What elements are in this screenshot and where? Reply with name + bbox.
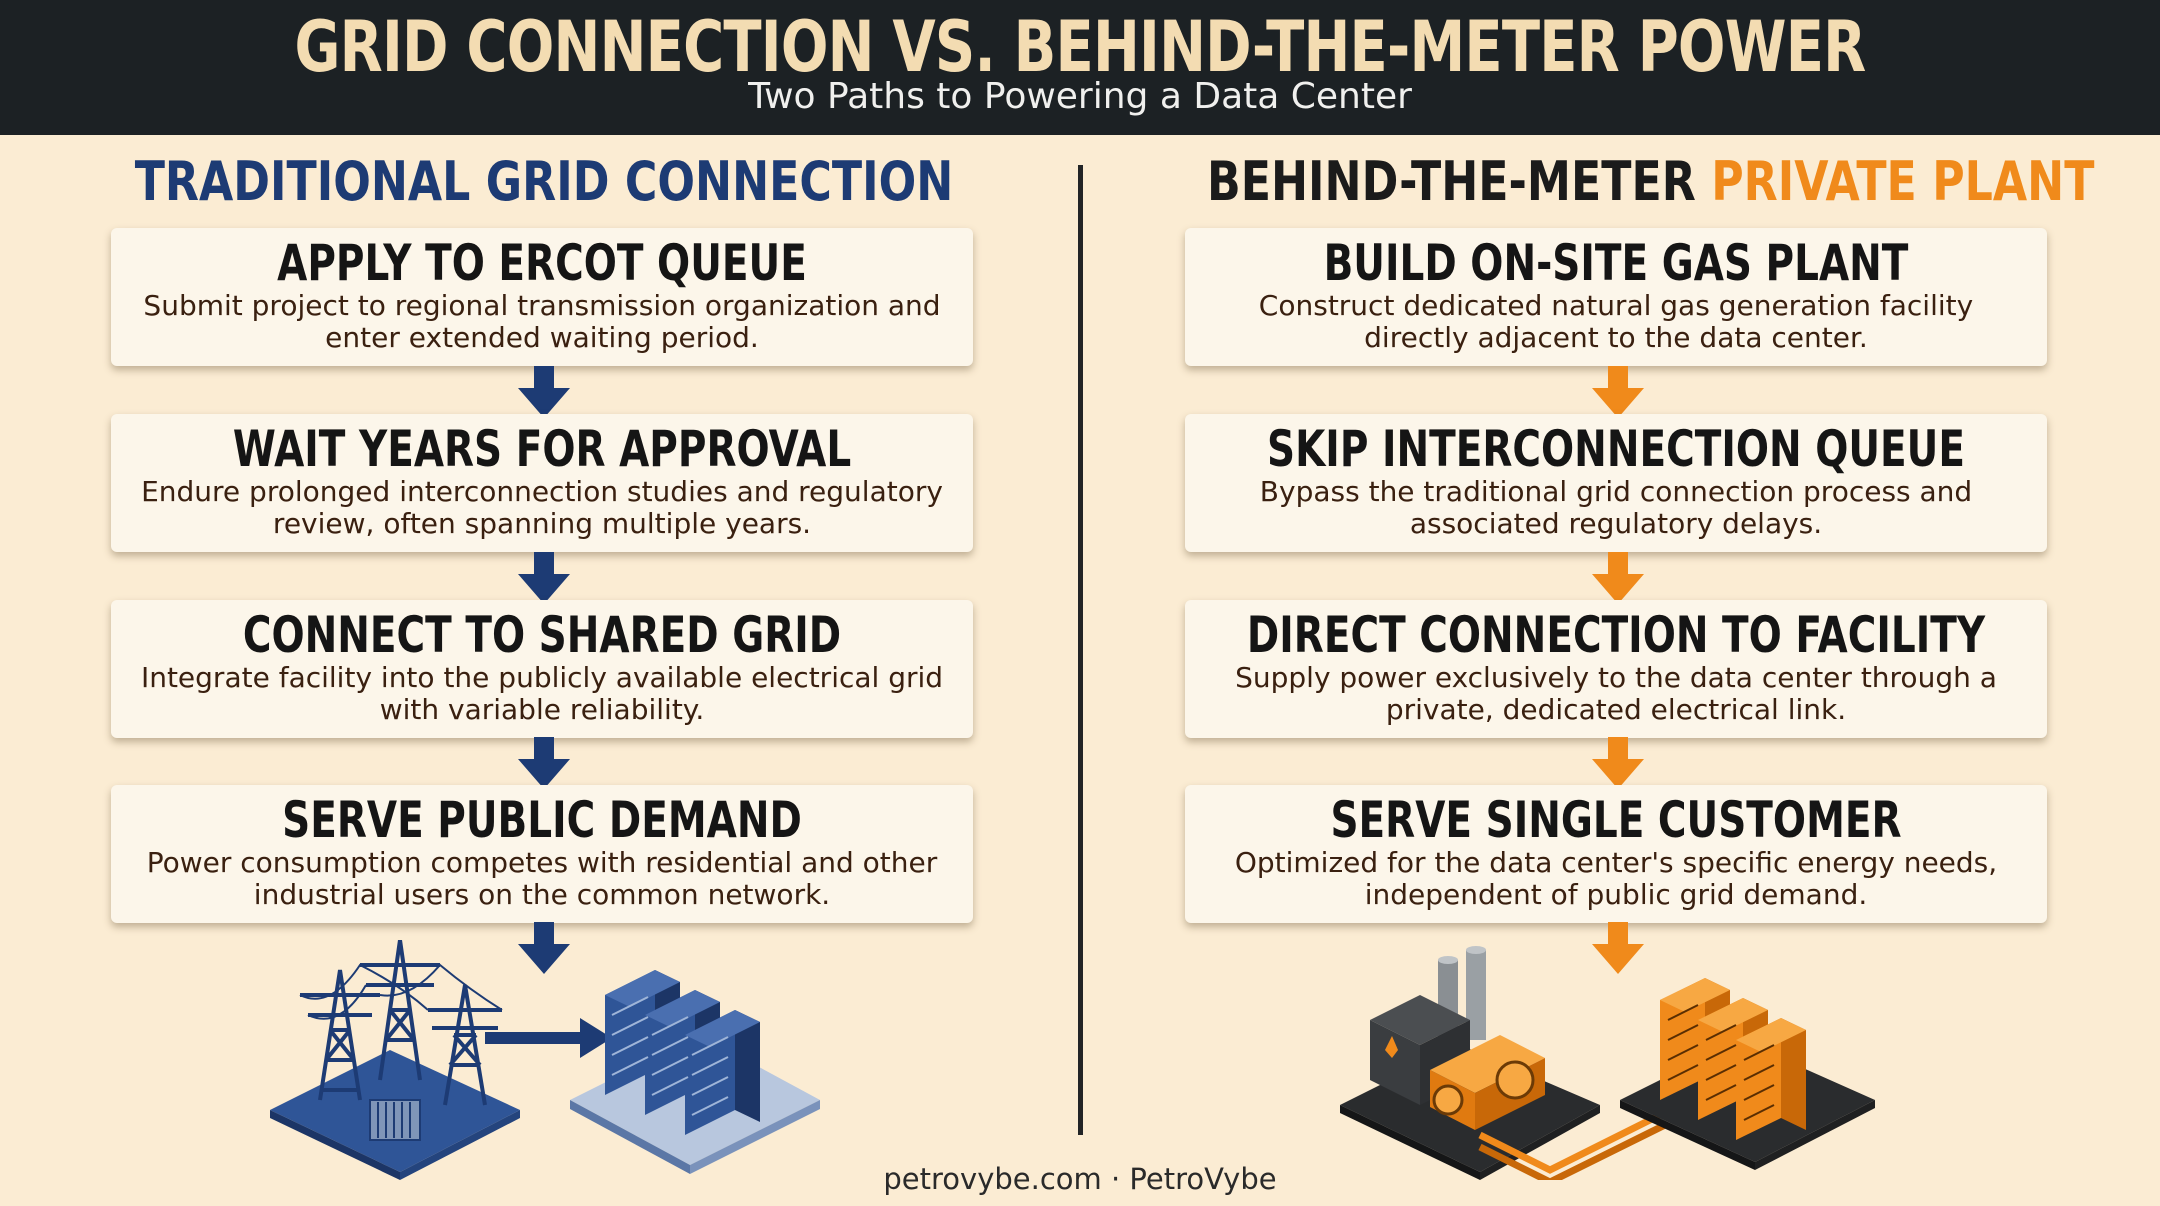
left-step-1-title: APPLY TO ERCOT QUEUE xyxy=(277,234,807,292)
footer-credit: petrovybe.com · PetroVybe xyxy=(883,1162,1277,1196)
right-step-1-title: BUILD ON-SITE GAS PLANT xyxy=(1323,234,1909,292)
left-column-title: TRADITIONAL GRID CONNECTION xyxy=(134,150,954,213)
right-column-title: BEHIND-THE-METER PRIVATE PLANT xyxy=(1207,150,2094,213)
right-step-1-description: Construct dedicated natural gas generati… xyxy=(1258,289,1974,354)
left-step-1-description: Submit project to regional transmission … xyxy=(143,289,941,354)
left-step-3-description: Integrate facility into the publicly ava… xyxy=(140,661,944,726)
right-step-3-card: DIRECT CONNECTION TO FACILITY Supply pow… xyxy=(1185,600,2047,738)
right-step-4-card: SERVE SINGLE CUSTOMER Optimized for the … xyxy=(1185,785,2047,923)
right-step-3-description: Supply power exclusively to the data cen… xyxy=(1235,661,1997,726)
left-step-4-card: SERVE PUBLIC DEMAND Power consumption co… xyxy=(111,785,973,923)
right-down-arrow-icon xyxy=(1592,366,1644,418)
gas-plant-icon xyxy=(1340,946,1600,1180)
left-step-4-description: Power consumption competes with resident… xyxy=(146,846,938,911)
right-step-2-description: Bypass the traditional grid connection p… xyxy=(1259,475,1973,540)
grid-to-datacenter-illustration xyxy=(270,940,820,1180)
right-arrow-icon xyxy=(485,1018,612,1058)
left-step-1-card: APPLY TO ERCOT QUEUE Submit project to r… xyxy=(111,228,973,366)
page-subtitle: Two Paths to Powering a Data Center xyxy=(748,76,1412,117)
right-step-1-card: BUILD ON-SITE GAS PLANT Construct dedica… xyxy=(1185,228,2047,366)
transmission-tower-icon xyxy=(270,940,520,1180)
left-step-3-title: CONNECT TO SHARED GRID xyxy=(242,606,842,664)
left-down-arrow-icon xyxy=(518,552,570,604)
right-step-4-description: Optimized for the data center's specific… xyxy=(1234,846,1998,911)
right-down-arrow-icon xyxy=(1592,552,1644,604)
left-step-2-title: WAIT YEARS FOR APPROVAL xyxy=(232,420,852,478)
left-step-2-card: WAIT YEARS FOR APPROVAL Endure prolonged… xyxy=(111,414,973,552)
right-step-3-title: DIRECT CONNECTION TO FACILITY xyxy=(1246,606,1986,664)
pipe-connection-icon xyxy=(1478,1111,1667,1180)
right-step-2-title: SKIP INTERCONNECTION QUEUE xyxy=(1266,420,1965,478)
page-title: GRID CONNECTION VS. BEHIND-THE-METER POW… xyxy=(294,6,1867,88)
right-step-2-card: SKIP INTERCONNECTION QUEUE Bypass the tr… xyxy=(1185,414,2047,552)
left-step-4-title: SERVE PUBLIC DEMAND xyxy=(282,791,802,849)
gas-plant-to-datacenter-illustration xyxy=(1340,946,1875,1180)
right-column-title-part1: BEHIND-THE-METER xyxy=(1207,150,1712,213)
left-step-3-card: CONNECT TO SHARED GRID Integrate facilit… xyxy=(111,600,973,738)
column-divider xyxy=(1078,165,1083,1135)
left-down-arrow-icon xyxy=(518,922,570,974)
right-step-4-title: SERVE SINGLE CUSTOMER xyxy=(1330,791,1902,849)
left-down-arrow-icon xyxy=(518,366,570,418)
right-down-arrow-icon xyxy=(1592,737,1644,789)
header-banner: GRID CONNECTION VS. BEHIND-THE-METER POW… xyxy=(0,0,2160,135)
data-center-icon xyxy=(1620,978,1875,1170)
data-center-icon xyxy=(570,970,820,1174)
left-down-arrow-icon xyxy=(518,737,570,789)
right-down-arrow-icon xyxy=(1592,922,1644,974)
right-column-title-accent: PRIVATE PLANT xyxy=(1711,150,2095,213)
left-step-2-description: Endure prolonged interconnection studies… xyxy=(141,475,943,540)
